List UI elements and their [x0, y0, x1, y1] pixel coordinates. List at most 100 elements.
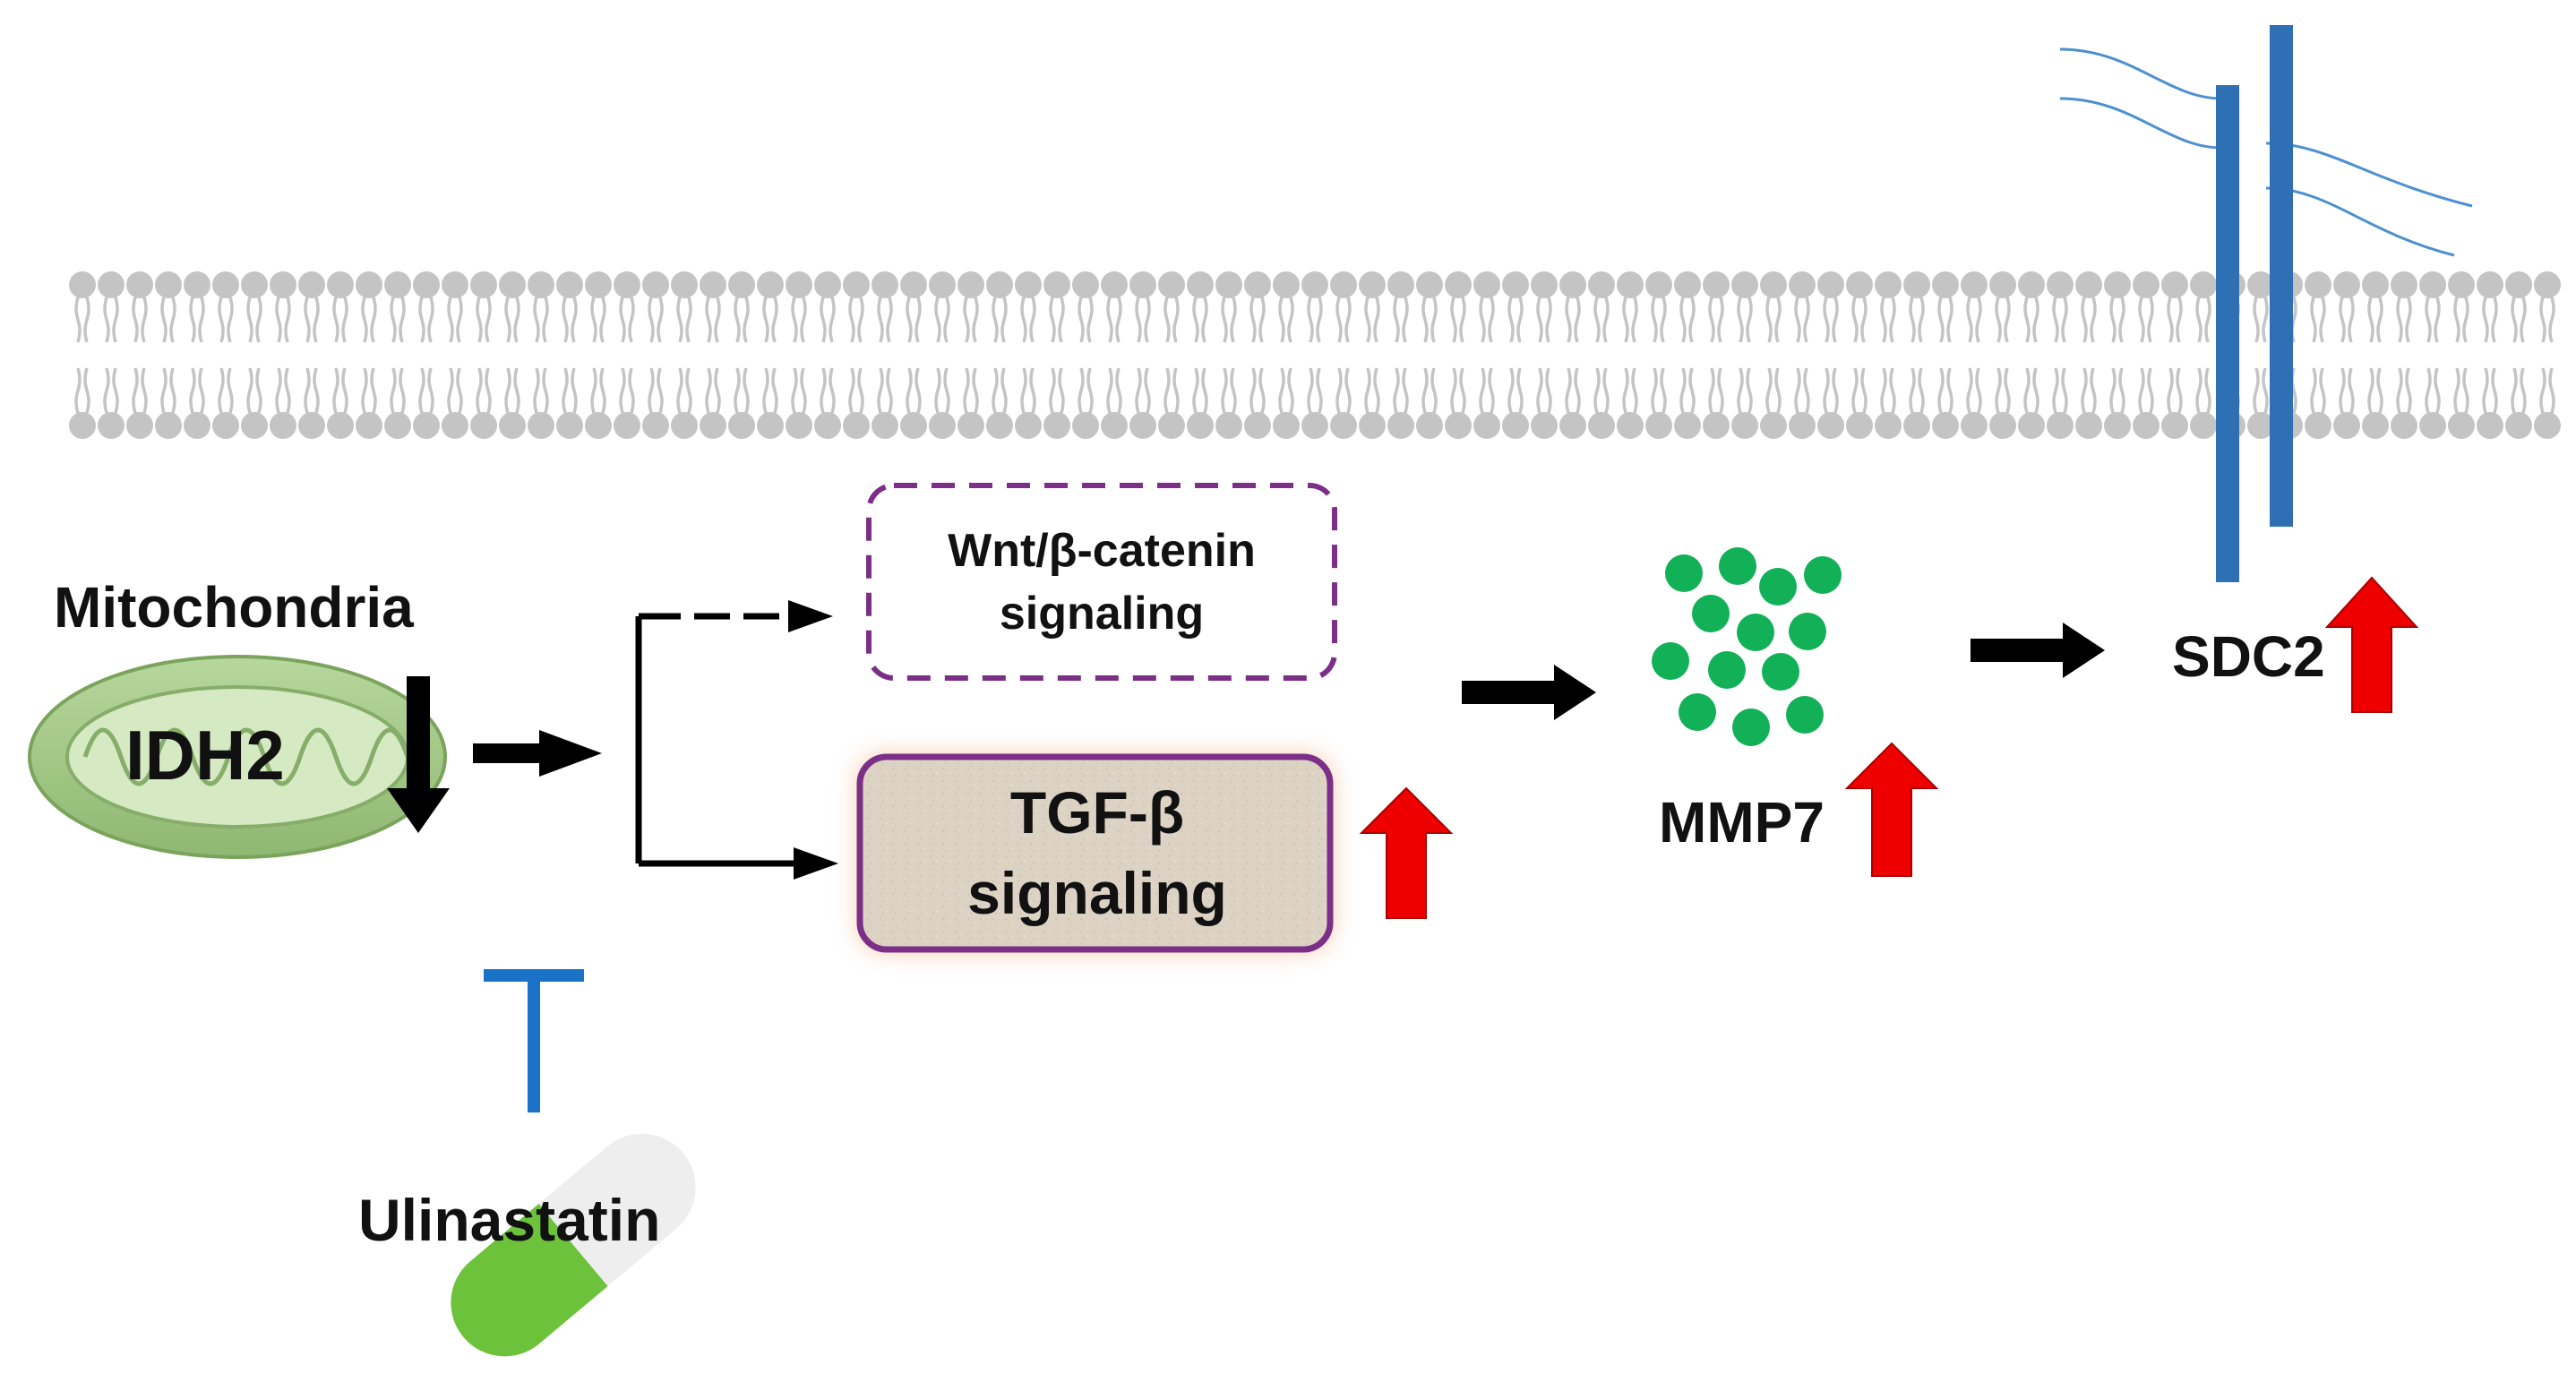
lipid-head: [1502, 271, 1529, 298]
lipid-head: [2133, 412, 2160, 439]
lipid-tail: [1078, 367, 1094, 414]
lipid-head: [2419, 412, 2446, 439]
lipid-tail: [963, 367, 979, 414]
lipid-tail: [791, 296, 807, 343]
lipid-tail: [963, 296, 979, 343]
lipid-head: [69, 412, 96, 439]
lipid-head: [1760, 271, 1787, 298]
lipid-tail: [2310, 367, 2326, 414]
lipid-tail: [705, 296, 721, 343]
lipid-tail: [1536, 367, 1552, 414]
lipid-tail: [2339, 296, 2355, 343]
lipid-tail: [1507, 296, 1524, 343]
lipid-head: [1617, 271, 1644, 298]
mmp7-dot: [1762, 653, 1799, 691]
lipid-head: [1760, 412, 1787, 439]
lipid-head: [528, 412, 554, 439]
sdc2-bar-left: [2216, 85, 2239, 582]
lipid-head: [1158, 271, 1185, 298]
lipid-head: [2534, 412, 2561, 439]
lipid-tail: [476, 296, 492, 343]
lipid-tail: [1937, 296, 1953, 343]
lipid-head: [384, 271, 411, 298]
lipid-tail: [1794, 367, 1810, 414]
lipid-head: [1330, 271, 1357, 298]
lipid-tail: [2023, 296, 2039, 343]
lipid-head: [98, 412, 125, 439]
lipid-tail: [218, 367, 234, 414]
lipid-head: [1101, 271, 1128, 298]
lipid-head: [98, 271, 125, 298]
lipid-tail: [2396, 367, 2412, 414]
lipid-head: [2305, 412, 2331, 439]
lipid-head: [1703, 271, 1730, 298]
lipid-head: [1101, 412, 1128, 439]
lipid-head: [1846, 412, 1873, 439]
lipid-head: [470, 412, 497, 439]
lipid-head: [155, 271, 182, 298]
lipid-tail: [2195, 367, 2211, 414]
lipid-head: [2018, 271, 2045, 298]
ulinastatin-label: Ulinastatin: [358, 1187, 660, 1253]
lipid-head: [1473, 271, 1500, 298]
mmp7-label: MMP7: [1659, 790, 1825, 855]
lipid-tail: [1794, 296, 1810, 343]
lipid-head: [814, 271, 841, 298]
lipid-head: [1129, 412, 1156, 439]
lipid-tail: [2195, 296, 2211, 343]
lipid-tail: [1937, 367, 1953, 414]
lipid-tail: [1020, 367, 1036, 414]
lipid-tail: [275, 296, 291, 343]
lipid-head: [843, 271, 870, 298]
lipid-head: [556, 271, 583, 298]
lipid-head: [642, 412, 669, 439]
lipid-head: [2075, 271, 2102, 298]
lipid-head: [929, 412, 956, 439]
mmp7-dot: [1789, 613, 1826, 650]
lipid-head: [2190, 271, 2217, 298]
lipid-head: [2104, 412, 2131, 439]
lipid-tail: [1909, 367, 1925, 414]
lipid-head: [184, 271, 210, 298]
lipid-tail: [1622, 367, 1638, 414]
lipid-head: [1875, 412, 1902, 439]
lipid-tail: [189, 367, 205, 414]
lipid-head: [442, 412, 468, 439]
lipid-head: [1789, 412, 1816, 439]
lipid-tail: [418, 367, 434, 414]
lipid-head: [814, 412, 841, 439]
lipid-head: [1932, 412, 1959, 439]
lipid-tail: [877, 296, 893, 343]
lipid-head: [614, 412, 640, 439]
lipid-head: [2247, 412, 2274, 439]
lipid-head: [2018, 412, 2045, 439]
mmp7-dot: [1719, 547, 1756, 585]
sdc2-up-arrow: [2324, 576, 2419, 713]
lipid-tail: [1851, 367, 1868, 414]
lipid-head: [1416, 271, 1443, 298]
lipid-head: [1588, 271, 1615, 298]
lipid-tail: [1651, 296, 1667, 343]
lipid-tail: [1192, 296, 1208, 343]
mmp7-dot: [1737, 614, 1774, 651]
lipid-tail: [2167, 296, 2183, 343]
lipid-tail: [734, 296, 750, 343]
lipid-head: [585, 271, 612, 298]
lipid-head: [270, 271, 296, 298]
lipid-tail: [934, 296, 950, 343]
lipid-tail: [1708, 367, 1724, 414]
lipid-head: [499, 271, 526, 298]
lipid-tail: [2052, 296, 2068, 343]
lipid-head: [2419, 271, 2446, 298]
mmp7-dot: [1786, 696, 1824, 734]
lipid-tail: [1851, 296, 1868, 343]
lipid-tail: [848, 367, 864, 414]
lipid-tail: [476, 367, 492, 414]
lipid-tail: [1593, 296, 1610, 343]
lipid-head: [900, 271, 927, 298]
lipid-head: [212, 271, 239, 298]
lipid-head: [2333, 271, 2360, 298]
lipid-tail: [1823, 367, 1839, 414]
lipid-head: [2477, 412, 2503, 439]
lipid-head: [1559, 271, 1586, 298]
